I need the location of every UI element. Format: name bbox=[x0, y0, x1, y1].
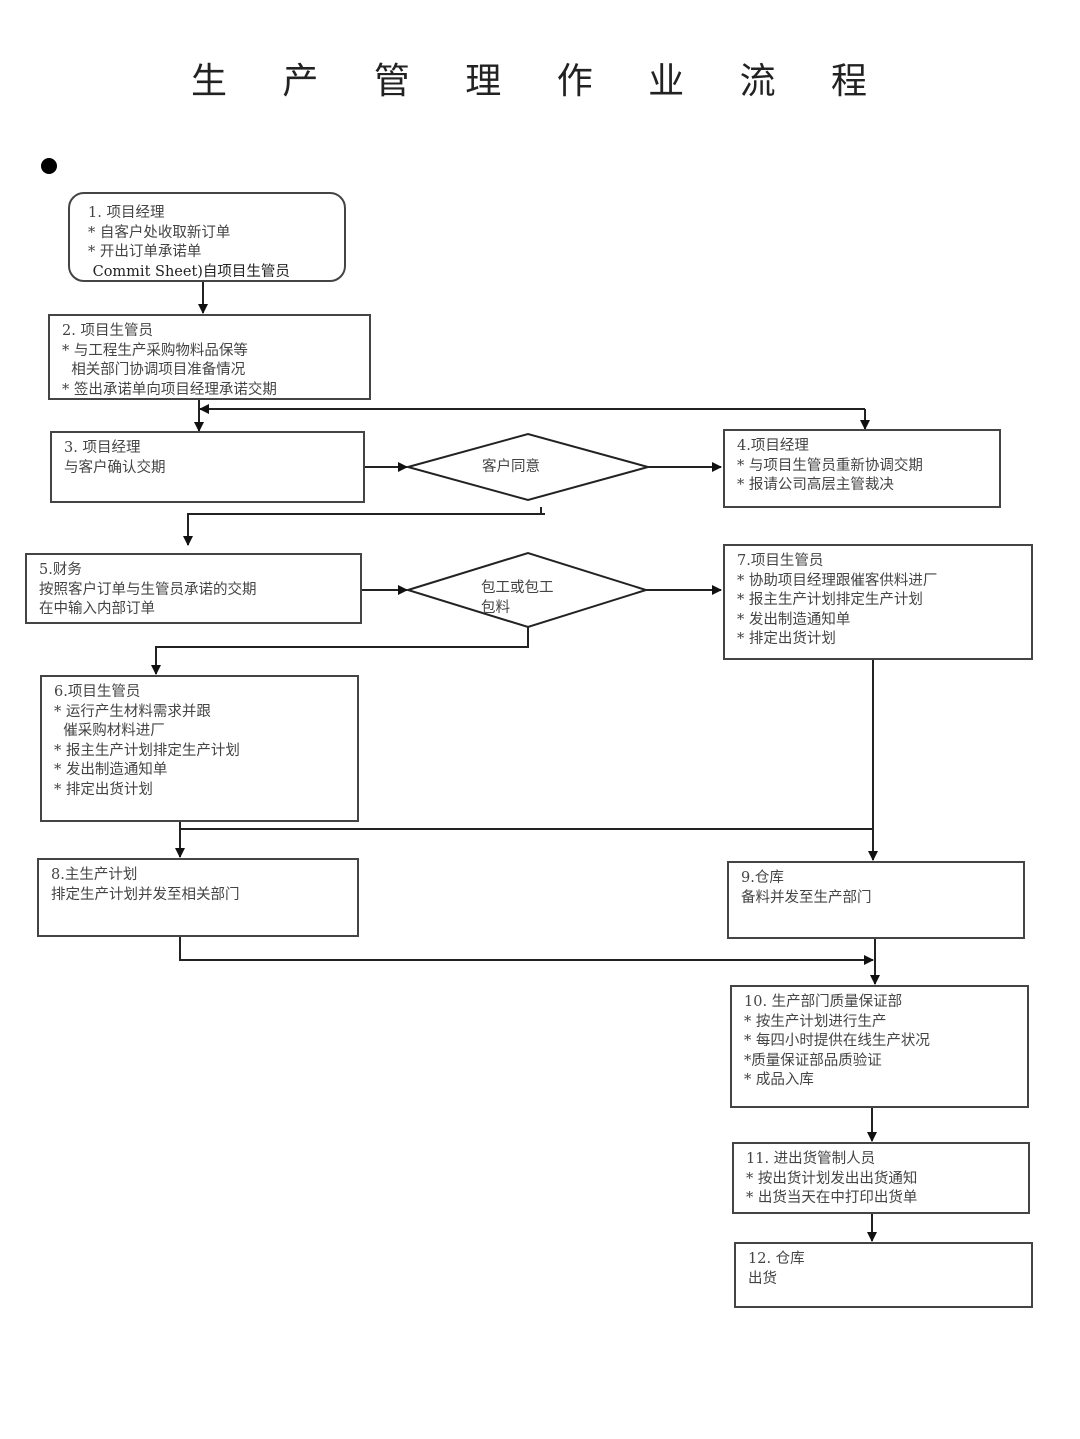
step-6-line: * 报主生产计划排定生产计划 bbox=[54, 742, 240, 759]
step-7-line: 7.项目生管员 bbox=[737, 553, 824, 569]
decision-text: 包料 bbox=[481, 599, 510, 616]
step-2-line: * 与工程生产采购物料品保等 bbox=[62, 342, 248, 359]
step-12-box: 12. 仓库 出货 bbox=[734, 1242, 1033, 1308]
step-11-line: * 按出货计划发出出货通知 bbox=[746, 1170, 918, 1187]
step-4-box: 4.项目经理 * 与项目生管员重新协调交期 * 报请公司高层主管裁决 bbox=[723, 429, 1001, 508]
step-12-line: 出货 bbox=[748, 1270, 777, 1287]
step-6-line: 催采购材料进厂 bbox=[54, 723, 165, 739]
step-5-line: 在中输入内部订单 bbox=[39, 601, 155, 617]
step-3-line: 与客户确认交期 bbox=[64, 459, 166, 476]
step-6-line: * 排定出货计划 bbox=[54, 781, 153, 798]
step-10-line: * 成品入库 bbox=[744, 1072, 814, 1088]
step-11-box: 11. 进出货管制人员 * 按出货计划发出出货通知 * 出货当天在中打印出货单 bbox=[732, 1142, 1030, 1214]
connector-decision-5 bbox=[183, 507, 542, 546]
step-6-line: 6.项目生管员 bbox=[54, 684, 141, 700]
step-10-line: *质量保证部品质验证 bbox=[744, 1052, 882, 1069]
step-6-line: * 发出制造通知单 bbox=[54, 762, 168, 778]
step-2-box: 2. 项目生管员 * 与工程生产采购物料品保等 相关部门协调项目准备情况 * 签… bbox=[48, 314, 371, 400]
step-7-line: * 协助项目经理跟催客供料进厂 bbox=[737, 572, 938, 589]
step-1-box: 1. 项目经理 * 自客户处收取新订单 * 开出订单承诺单 Commit She… bbox=[68, 192, 346, 282]
step-10-line: * 按生产计划进行生产 bbox=[744, 1013, 887, 1030]
page-title: 生 产 管 理 作 业 流 程 bbox=[190, 61, 890, 102]
decision-text: 包工或包工 bbox=[481, 580, 554, 596]
step-4-line: 4.项目经理 bbox=[737, 438, 809, 454]
step-9-line: 备料并发至生产部门 bbox=[741, 889, 872, 906]
step-3-box: 3. 项目经理 与客户确认交期 bbox=[50, 431, 365, 503]
step-12-line: 12. 仓库 bbox=[748, 1251, 805, 1267]
step-1-line: Commit Sheet)自项目生管员 bbox=[88, 263, 290, 280]
decision-label-customer-agree: 客户同意 bbox=[482, 458, 540, 478]
step-4-line: * 与项目生管员重新协调交期 bbox=[737, 457, 923, 474]
step-11-line: * 出货当天在中打印出货单 bbox=[746, 1190, 918, 1206]
step-8-line: 8.主生产计划 bbox=[51, 867, 138, 883]
step-2-line: 相关部门协调项目准备情况 bbox=[62, 362, 246, 378]
step-7-line: * 报主生产计划排定生产计划 bbox=[737, 592, 923, 608]
step-9-box: 9.仓库 备料并发至生产部门 bbox=[727, 861, 1025, 939]
step-3-line: 3. 项目经理 bbox=[64, 440, 141, 456]
step-5-line: 5.财务 bbox=[39, 562, 82, 578]
connector-decision-6 bbox=[151, 627, 529, 675]
step-6-line: * 运行产生材料需求并跟 bbox=[54, 703, 211, 720]
step-1-line: * 自客户处收取新订单 bbox=[88, 224, 231, 241]
step-6-box: 6.项目生管员 * 运行产生材料需求并跟 催采购材料进厂 * 报主生产计划排定生… bbox=[40, 675, 359, 822]
step-8-line: 排定生产计划并发至相关部门 bbox=[51, 886, 240, 903]
connector-8-10 bbox=[179, 936, 874, 965]
decision-label-labor-or-material: 包工或包工 包料 bbox=[481, 579, 554, 618]
step-7-line: * 发出制造通知单 bbox=[737, 611, 851, 628]
step-10-line: * 每四小时提供在线生产状况 bbox=[744, 1033, 930, 1049]
step-11-line: 11. 进出货管制人员 bbox=[746, 1151, 876, 1167]
step-5-line: 按照客户订单与生管员承诺的交期 bbox=[39, 581, 257, 598]
step-10-box: 10. 生产部门质量保证部 * 按生产计划进行生产 * 每四小时提供在线生产状况… bbox=[730, 985, 1029, 1108]
step-8-box: 8.主生产计划 排定生产计划并发至相关部门 bbox=[37, 858, 359, 937]
step-7-box: 7.项目生管员 * 协助项目经理跟催客供料进厂 * 报主生产计划排定生产计划 *… bbox=[723, 544, 1033, 660]
step-1-line: 1. 项目经理 bbox=[88, 205, 165, 221]
step-4-line: * 报请公司高层主管裁决 bbox=[737, 477, 894, 493]
step-1-line: * 开出订单承诺单 bbox=[88, 244, 202, 260]
step-7-line: * 排定出货计划 bbox=[737, 631, 836, 647]
decision-text: 客户同意 bbox=[482, 459, 540, 475]
bullet-dot bbox=[41, 158, 57, 174]
step-2-line: 2. 项目生管员 bbox=[62, 323, 153, 339]
step-10-line: 10. 生产部门质量保证部 bbox=[744, 994, 903, 1010]
step-9-line: 9.仓库 bbox=[741, 870, 784, 886]
step-2-line: * 签出承诺单向项目经理承诺交期 bbox=[62, 381, 277, 398]
step-5-box: 5.财务 按照客户订单与生管员承诺的交期 在中输入内部订单 bbox=[25, 553, 362, 624]
